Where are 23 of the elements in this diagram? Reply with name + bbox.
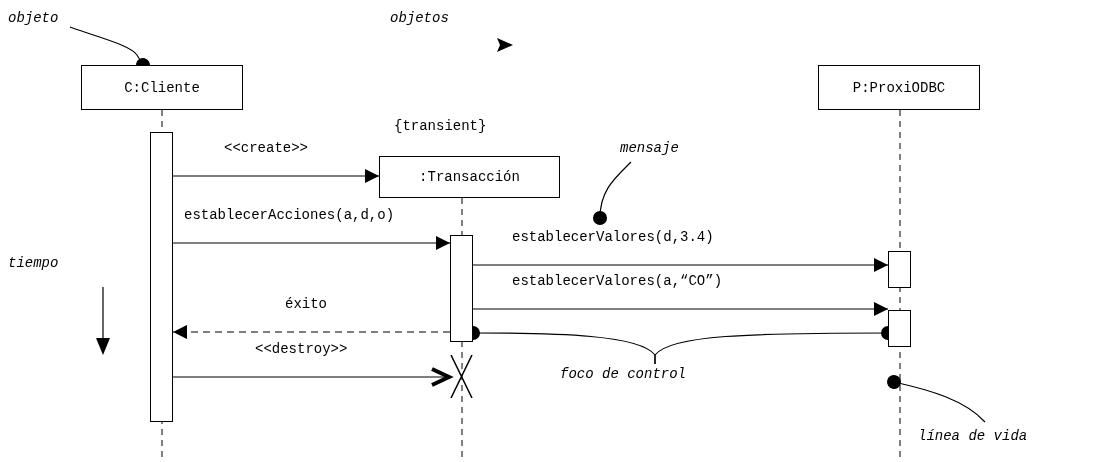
annotation-text: objeto — [8, 10, 78, 30]
destruction-mark — [449, 355, 474, 398]
leader-line — [593, 161, 632, 225]
activation-bar — [450, 235, 473, 342]
annotation-text: tiempo — [8, 255, 59, 271]
return-arrow — [172, 325, 451, 339]
activation-bar — [888, 251, 911, 288]
message-arrow — [172, 169, 380, 183]
object-box: C:Cliente — [81, 65, 243, 110]
annotation-text: foco de control — [560, 366, 700, 386]
activation-bar — [150, 132, 173, 422]
message-arrow — [472, 302, 889, 316]
message-arrow — [172, 367, 451, 387]
message-arrow — [472, 258, 889, 272]
annotation-text: línea de vida — [918, 428, 1068, 448]
annotation-text: mensaje — [620, 140, 700, 160]
annotation-text: objetos — [390, 10, 449, 26]
message-arrow — [172, 236, 451, 250]
activation-bar — [888, 310, 911, 347]
object-box: :Transacción — [379, 156, 560, 198]
leader-line — [887, 375, 986, 423]
object-box: P:ProxiODBC — [818, 65, 980, 110]
message-label: <<destroy>> — [253, 341, 350, 357]
